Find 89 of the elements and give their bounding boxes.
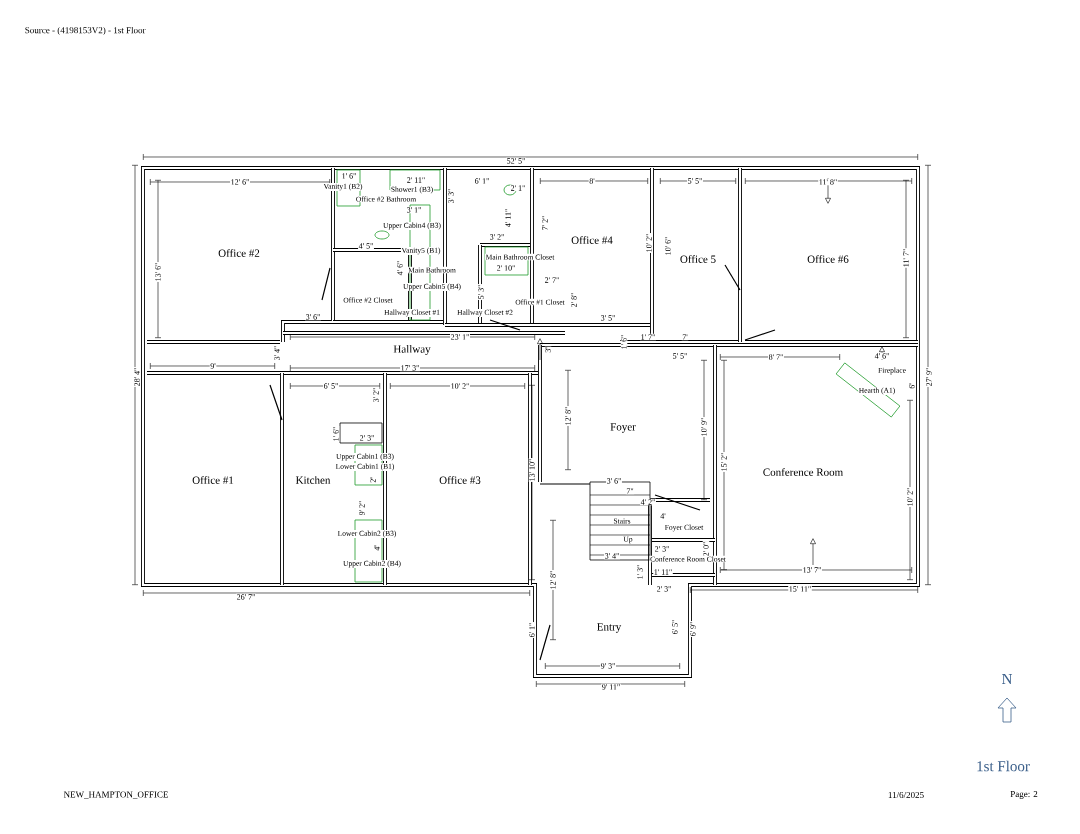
dimension-label: 10' 2" xyxy=(906,487,914,507)
dimension-label: 13' 10" xyxy=(528,458,536,482)
room-label: Office 5 xyxy=(680,255,716,263)
dimension-label: 28' 4" xyxy=(133,367,141,387)
dimension-label: 4' 11" xyxy=(504,208,512,228)
dimension-label: 11' 8" xyxy=(818,178,838,186)
dimension-label: 11' 7" xyxy=(902,248,910,268)
dimension-label: 1' 6" xyxy=(341,172,357,180)
room-label: Entry xyxy=(597,623,622,633)
dimension-label: 9' 3" xyxy=(600,662,616,670)
dimension-label: 1' 6" xyxy=(332,426,340,442)
dimension-label: 7' 2" xyxy=(541,215,549,231)
dimension-label: 9' xyxy=(209,362,217,370)
dimension-label: 2' 3" xyxy=(654,545,670,553)
footer-text: 11/6/2025 xyxy=(888,791,924,799)
dimension-label: 13' 6" xyxy=(154,262,162,282)
dimension-label: 6' 5" xyxy=(323,382,339,390)
dimension-label: 5' 3" xyxy=(477,284,485,300)
dimension-label: 2' 3" xyxy=(359,434,375,442)
dimension-label: 12' 8" xyxy=(564,406,572,426)
room-label: Office #3 xyxy=(439,476,481,484)
dimension-label: 3' 2" xyxy=(489,233,505,241)
dimension-label: 3' 4" xyxy=(604,552,620,560)
dimension-label: 3' 6" xyxy=(606,477,622,485)
dimension-label: 10' 6" xyxy=(664,236,672,256)
dimension-label: 3' 3" xyxy=(447,188,455,204)
dimension-label: 52' 5" xyxy=(506,157,526,165)
room-label: Foyer xyxy=(610,423,636,433)
dimension-label: 2' 3" xyxy=(656,585,672,593)
dimension-label: 12' 6" xyxy=(230,178,250,186)
dimension-label: 3' 4" xyxy=(273,345,281,361)
dimension-label: 27' 9" xyxy=(925,367,933,387)
room-label: Kitchen xyxy=(295,476,331,484)
dimension-label: 1' 6" xyxy=(620,334,628,350)
dimension-label: 4' 6" xyxy=(396,260,404,276)
header-text: Source - (4198153V2) - 1st Floor xyxy=(24,26,147,36)
dimension-label: 4' 2" xyxy=(640,498,656,506)
dimension-label: 9' 11" xyxy=(601,683,621,691)
dimension-label: 6' 1" xyxy=(528,622,536,638)
dimension-label: 10' 9" xyxy=(700,417,708,437)
footer-text: Page: 2 xyxy=(1010,791,1038,799)
dimension-label: 4' xyxy=(373,544,381,552)
dimension-label: 17' 3" xyxy=(400,364,420,372)
dimension-label: 4' 5" xyxy=(358,242,374,250)
room-label: Hallway xyxy=(393,345,431,355)
dimension-label: 26' 7" xyxy=(236,593,256,601)
dimension-label: 3' 6" xyxy=(305,313,321,321)
dimension-label: 5' 5" xyxy=(672,352,688,360)
dimension-label: 6' 5" xyxy=(671,619,679,635)
dimension-label: 3' 2" xyxy=(372,387,380,403)
dimension-label: 2' 11" xyxy=(406,176,426,184)
dimension-label: 2' xyxy=(369,476,377,484)
dimension-label: 6' xyxy=(908,382,916,390)
dimension-label: 15' 11" xyxy=(788,585,812,593)
dimension-label: 9' 2" xyxy=(358,500,366,516)
dimension-label: 5' 5" xyxy=(687,177,703,185)
dimension-label: 2' 7" xyxy=(544,276,560,284)
footer-text: NEW_HAMPTON_OFFICE xyxy=(63,791,168,799)
dimension-label: 6' 1" xyxy=(474,177,490,185)
dimension-label: 23' 1" xyxy=(450,333,470,341)
dimension-label: 3' 1" xyxy=(406,206,422,214)
dimension-label: 2' 8" xyxy=(570,292,578,308)
north-label: N xyxy=(1002,674,1013,684)
dimension-label: 10' 2" xyxy=(645,233,653,253)
room-label: Office #2 xyxy=(218,249,260,257)
dimension-label: 7" xyxy=(625,487,635,495)
room-label: Conference Room xyxy=(763,468,843,476)
dimension-label: 2' 0" xyxy=(702,541,710,557)
dimension-label: 3' xyxy=(544,346,552,354)
dimension-label: 4' 6" xyxy=(874,352,890,360)
dimension-label: 8' xyxy=(588,177,596,185)
dimension-label: 1' 11" xyxy=(653,568,673,576)
dimension-label: 4' xyxy=(659,512,667,520)
room-label: Office #4 xyxy=(571,236,613,244)
dimension-label: 1' 3" xyxy=(636,564,644,580)
dimension-label: 2' 10" xyxy=(496,264,516,272)
dimension-label: 8' 7" xyxy=(768,353,784,361)
dimension-label: 3' 5" xyxy=(600,314,616,322)
dimension-label: 6' 9" xyxy=(689,621,697,637)
dimension-label: 12' 8" xyxy=(549,570,557,590)
room-label: Office #6 xyxy=(807,255,849,263)
dimension-label: 7' xyxy=(681,333,689,341)
dimension-label: 2' 1" xyxy=(510,184,526,192)
dimension-label: 13' 7" xyxy=(802,566,822,574)
dimension-label: 15' 2" xyxy=(720,452,728,472)
room-label: Office #1 xyxy=(192,476,234,484)
dimension-label: 1' 7" xyxy=(640,333,656,341)
dimension-label: 10' 2" xyxy=(450,382,470,390)
floor-title: 1st Floor xyxy=(977,760,1030,772)
